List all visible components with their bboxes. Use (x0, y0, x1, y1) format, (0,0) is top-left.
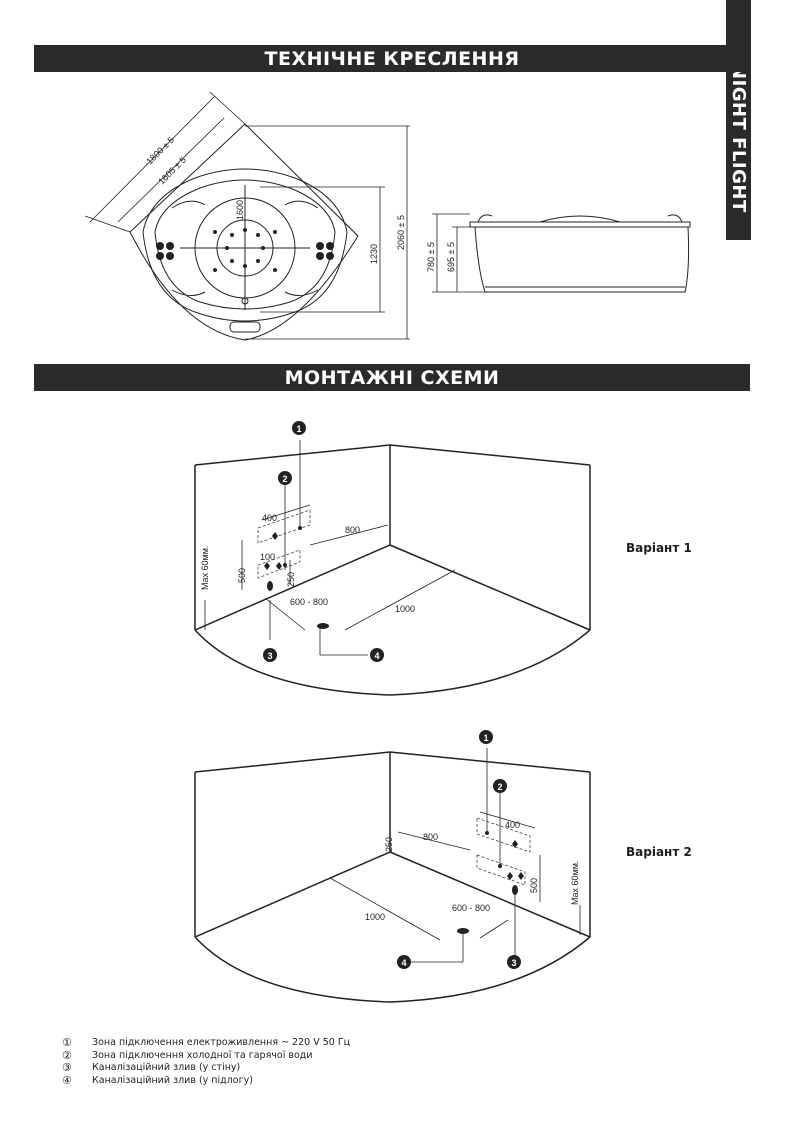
dim-400: 400 (505, 820, 520, 830)
dim-2060: 2060 ± 5 (396, 215, 406, 250)
marker-2: 2 (282, 474, 287, 484)
legend-number: ① (62, 1036, 72, 1049)
dim-1000: 1000 (395, 604, 415, 614)
legend-item: ② Зона підключення холодної та гарячої в… (62, 1048, 350, 1063)
legend-item: ① Зона підключення електроживлення ~ 220… (62, 1036, 351, 1050)
legend-item: ③ Каналізаційний злив (у стіну) (62, 1061, 350, 1075)
dim-500: 500 (529, 878, 539, 893)
dim-780: 780 ± 5 (426, 242, 436, 272)
dim-250: 250 (384, 837, 394, 852)
legend-item: ④ Каналізаційний злив (у підлогу) (62, 1073, 350, 1088)
legend: ① Зона підключення електроживлення ~ 220… (62, 1036, 351, 1088)
mounting-schemes-title: МОНТАЖНІ СХЕМИ (34, 364, 750, 391)
dim-100: 100 (260, 552, 275, 562)
variant-2-label: Варіант 2 (626, 845, 692, 859)
dim-800: 800 (345, 525, 360, 535)
dim-500: 500 (237, 568, 247, 583)
brand-name: NIGHT FLIGHT (728, 64, 749, 213)
marker-1: 1 (483, 733, 488, 743)
technical-drawing-title: ТЕХНІЧНЕ КРЕСЛЕННЯ (34, 45, 750, 72)
dim-400: 400 (262, 513, 277, 523)
legend-number: ④ (62, 1073, 72, 1087)
marker-4: 4 (374, 651, 379, 661)
legend-text: Каналізаційний злив (у підлогу) (92, 1074, 253, 1086)
dim-max60: Max 60мм. (570, 861, 580, 905)
dim-600-800: 600 - 800 (290, 597, 328, 607)
marker-3: 3 (511, 958, 516, 968)
legend-text: Зона підключення холодної та гарячої вод… (92, 1049, 313, 1061)
legend-number: ③ (62, 1061, 72, 1074)
legend-text: Каналізаційний злив (у стіну) (92, 1062, 241, 1073)
dim-max60: Max 60мм. (200, 546, 210, 590)
variant-1-label: Варіант 1 (626, 541, 692, 555)
marker-1: 1 (296, 424, 301, 434)
marker-4: 4 (401, 958, 406, 968)
legend-text: Зона підключення електроживлення ~ 220 V… (92, 1037, 351, 1048)
dim-695: 695 ± 5 (446, 242, 456, 272)
dim-1230: 1230 (369, 244, 379, 264)
dim-250: 250 (286, 572, 296, 587)
dim-600-800: 600 - 800 (452, 903, 490, 913)
dim-800: 800 (423, 832, 438, 842)
side-tab (726, 0, 751, 240)
marker-2: 2 (497, 782, 502, 792)
legend-number: ② (62, 1048, 72, 1062)
dim-1600: 1600 (235, 200, 245, 220)
dim-1000: 1000 (365, 912, 385, 922)
marker-3: 3 (267, 651, 272, 661)
